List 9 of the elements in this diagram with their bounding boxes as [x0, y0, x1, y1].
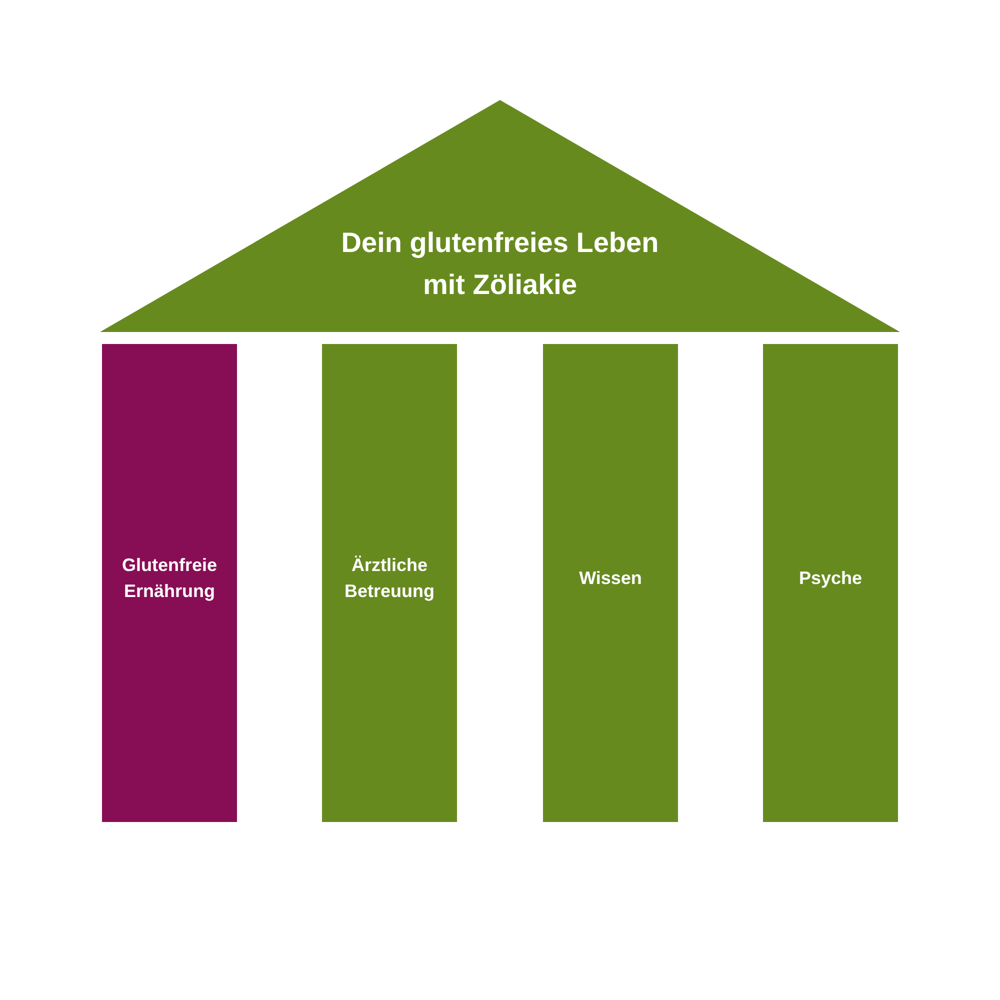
pillar-label: Ärztliche Betreuung — [344, 554, 436, 603]
pillar — [543, 344, 678, 822]
pillar — [322, 344, 457, 822]
roof-title: Dein glutenfreies Leben mit Zöliakie — [340, 226, 660, 302]
pillar-label: Psyche — [798, 567, 862, 590]
pillar-label: Wissen — [579, 567, 642, 590]
pillar — [102, 344, 237, 822]
pillar — [763, 344, 898, 822]
pillar-label: Glutenfreie Ernährung — [120, 554, 218, 603]
